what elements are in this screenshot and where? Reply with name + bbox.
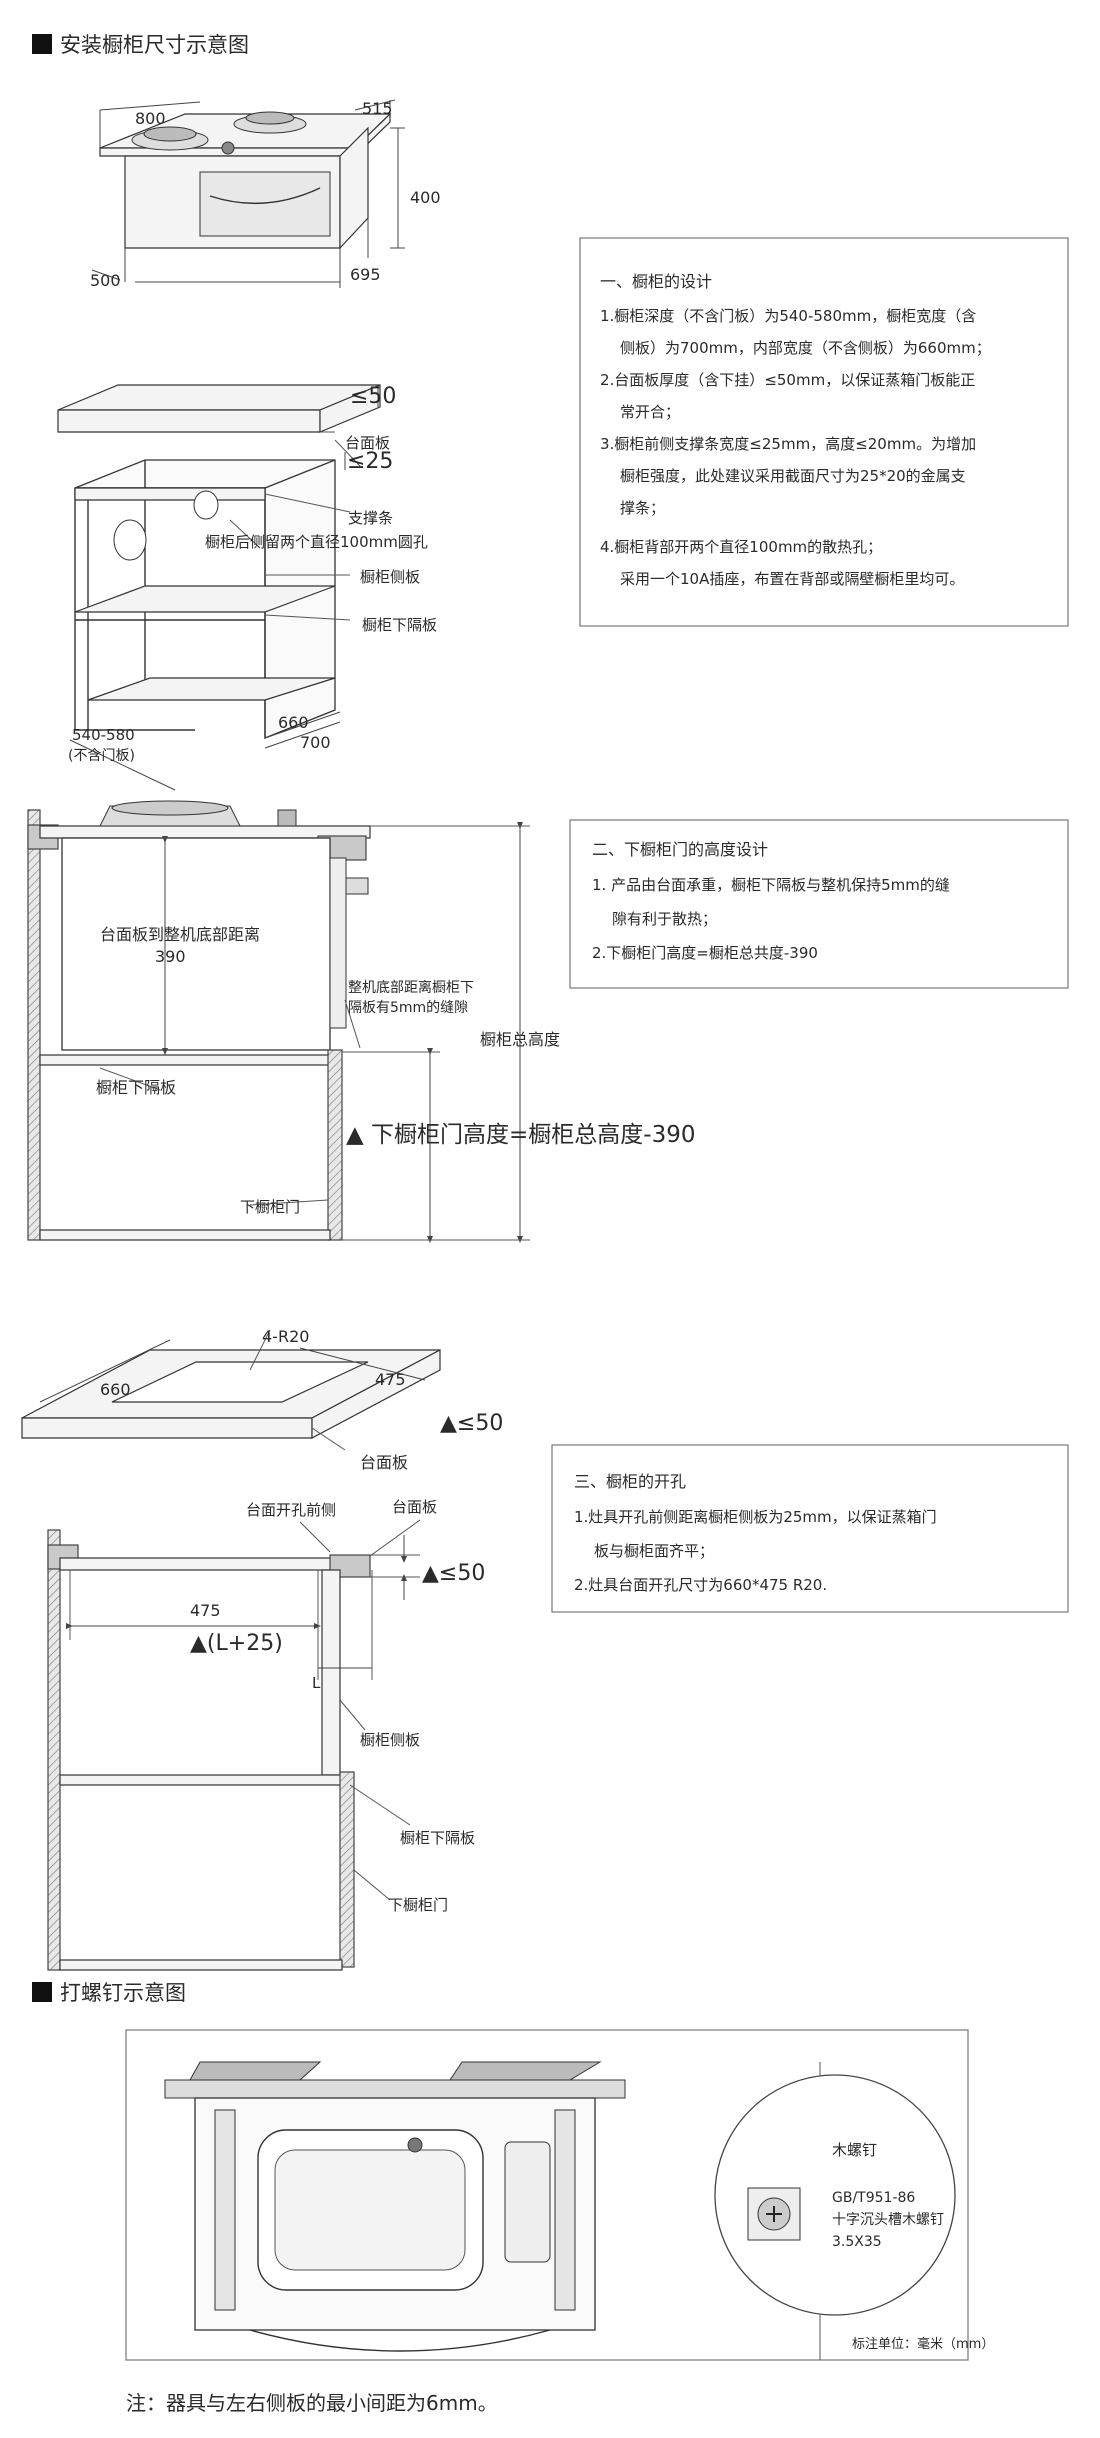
box1-line: 4.橱柜背部开两个直径100mm的散热孔； — [600, 538, 882, 556]
box1-lines: 1.橱柜深度（不含门板）为540-580mm，橱柜宽度（含 侧板）为700mm，… — [600, 307, 991, 588]
footnote: 注：器具与左右侧板的最小间距为6mm。 — [126, 2391, 498, 2415]
box1-title: 一、橱柜的设计 — [600, 272, 712, 291]
fig5-dim-475: 475 — [190, 1601, 221, 1620]
section-marker — [32, 1982, 52, 2002]
box2-title: 二、下橱柜门的高度设计 — [592, 840, 768, 859]
fig4-dim-475: 475 — [375, 1370, 406, 1389]
section-marker — [32, 34, 52, 54]
unit-note: 标注单位：毫米（mm） — [852, 2336, 994, 2352]
fig5-front-edge: 台面开孔前侧 — [246, 1501, 336, 1519]
dim-400: 400 — [410, 188, 441, 207]
dim-800: 800 — [135, 109, 166, 128]
fig3-clearance-1: 整机底部距离橱柜下 — [348, 979, 474, 996]
fig4-countertop-label: 台面板 — [360, 1453, 408, 1472]
fig2-le50: ≤50 — [350, 384, 396, 409]
fig2-le25: ≤25 — [347, 449, 393, 474]
fig3-lower-door: 下橱柜门 — [240, 1198, 300, 1216]
fig4-countertop — [21, 1329, 441, 1451]
fig5-le50-text: ≤50 — [439, 1561, 485, 1586]
box1-line: 2.台面板厚度（含下挂）≤50mm，以保证蒸箱门板能正 — [600, 371, 975, 389]
fig5-side-panel: 橱柜侧板 — [360, 1731, 420, 1749]
fig4-dim-660: 660 — [100, 1380, 131, 1399]
fig2-support-label: 支撑条 — [348, 509, 393, 527]
box1-line: 采用一个10A插座，布置在背部或隔壁橱柜里均可。 — [620, 570, 964, 588]
box1-line: 1.橱柜深度（不含门板）为540-580mm，橱柜宽度（含 — [600, 307, 976, 325]
section-title-screw: 打螺钉示意图 — [60, 1981, 186, 2005]
box1-frame — [579, 237, 1069, 627]
fig3-section — [27, 800, 530, 1243]
fig2-depth-dim: 540-580 — [72, 726, 135, 744]
fig5-section — [47, 1519, 421, 1971]
screw-standard: GB/T951-86 — [832, 2190, 915, 2206]
fig3-gap-value: 390 — [155, 947, 186, 966]
fig5-le50: ▲≤50 — [422, 1561, 485, 1586]
screw-size: 3.5X35 — [832, 2234, 882, 2250]
dim-500: 500 — [90, 271, 121, 290]
box3-line: 板与橱柜面齐平； — [594, 1542, 714, 1560]
fig5-l-plus: ▲(L+25) — [190, 1631, 283, 1656]
screw-cross-icon — [766, 2206, 782, 2222]
section-title-install: 安装橱柜尺寸示意图 — [60, 33, 249, 57]
fig3-door-formula-text: 下橱柜门高度=橱柜总高度-390 — [371, 1122, 695, 1148]
box3-title: 三、橱柜的开孔 — [574, 1472, 686, 1491]
box2-line: 2.下橱柜门高度=橱柜总共度-390 — [592, 944, 818, 962]
box1-line: 3.橱柜前侧支撑条宽度≤25mm，高度≤20mm。为增加 — [600, 435, 976, 453]
fig2-lower-partition-label: 橱柜下隔板 — [362, 616, 437, 634]
fig5-l-plus-text: (L+25) — [207, 1631, 283, 1656]
fig5-countertop-label: 台面板 — [392, 1498, 437, 1516]
screw-appliance-front — [164, 2061, 626, 2352]
box1-line: 常开合； — [620, 403, 680, 421]
fig3-gap-label: 台面板到整机底部距离 — [100, 925, 260, 944]
fig2-side-panel-label: 橱柜侧板 — [360, 568, 420, 586]
screw-desc: 十字沉头槽木螺钉 — [832, 2212, 944, 2228]
box2-line: 1. 产品由台面承重，橱柜下隔板与整机保持5mm的缝 — [592, 876, 950, 894]
fig2-cabinet — [57, 384, 381, 791]
dim-515: 515 — [362, 99, 393, 118]
fig2-no-door: (不含门板) — [68, 748, 135, 764]
fig3-door-formula: ▲ 下橱柜门高度=橱柜总高度-390 — [346, 1122, 695, 1148]
box3-line: 1.灶具开孔前侧距离橱柜侧板为25mm，以保证蒸箱门 — [574, 1508, 937, 1526]
box3-frame — [551, 1444, 1069, 1613]
fig4-le50: ▲≤50 — [440, 1411, 503, 1436]
screw-label: 木螺钉 — [832, 2141, 877, 2159]
fig2-dim-700: 700 — [300, 733, 331, 752]
box2-frame — [569, 819, 1069, 989]
fig3-clearance-2: 隔板有5mm的缝隙 — [348, 1000, 468, 1016]
box1-line: 橱柜强度，此处建议采用截面尺寸为25*20的金属支 — [620, 467, 966, 485]
fig3-total-height: 橱柜总高度 — [480, 1030, 560, 1049]
fig5-l: L — [312, 1674, 321, 1692]
fig2-countertop-label: 台面板 — [345, 434, 390, 452]
box1-line: 侧板）为700mm，内部宽度（不含侧板）为660mm； — [620, 339, 991, 357]
fig3-lower-partition: 橱柜下隔板 — [96, 1078, 176, 1097]
fig5-lower-partition: 橱柜下隔板 — [400, 1829, 475, 1847]
fig5-lower-door: 下橱柜门 — [388, 1896, 448, 1914]
screw-zoom-circle — [714, 2074, 956, 2316]
box2-line: 隙有利于散热； — [612, 910, 717, 928]
fig2-holes-label: 橱柜后侧留两个直径100mm圆孔 — [205, 533, 428, 551]
box3-line: 2.灶具台面开孔尺寸为660*475 R20. — [574, 1576, 827, 1594]
fig4-le50-text: ≤50 — [457, 1411, 503, 1436]
box1-line: 撑条； — [620, 499, 665, 517]
dim-695: 695 — [350, 265, 381, 284]
fig2-dim-660: 660 — [278, 713, 309, 732]
fig4-radius: 4-R20 — [262, 1327, 309, 1346]
fig1-appliance — [91, 99, 405, 288]
